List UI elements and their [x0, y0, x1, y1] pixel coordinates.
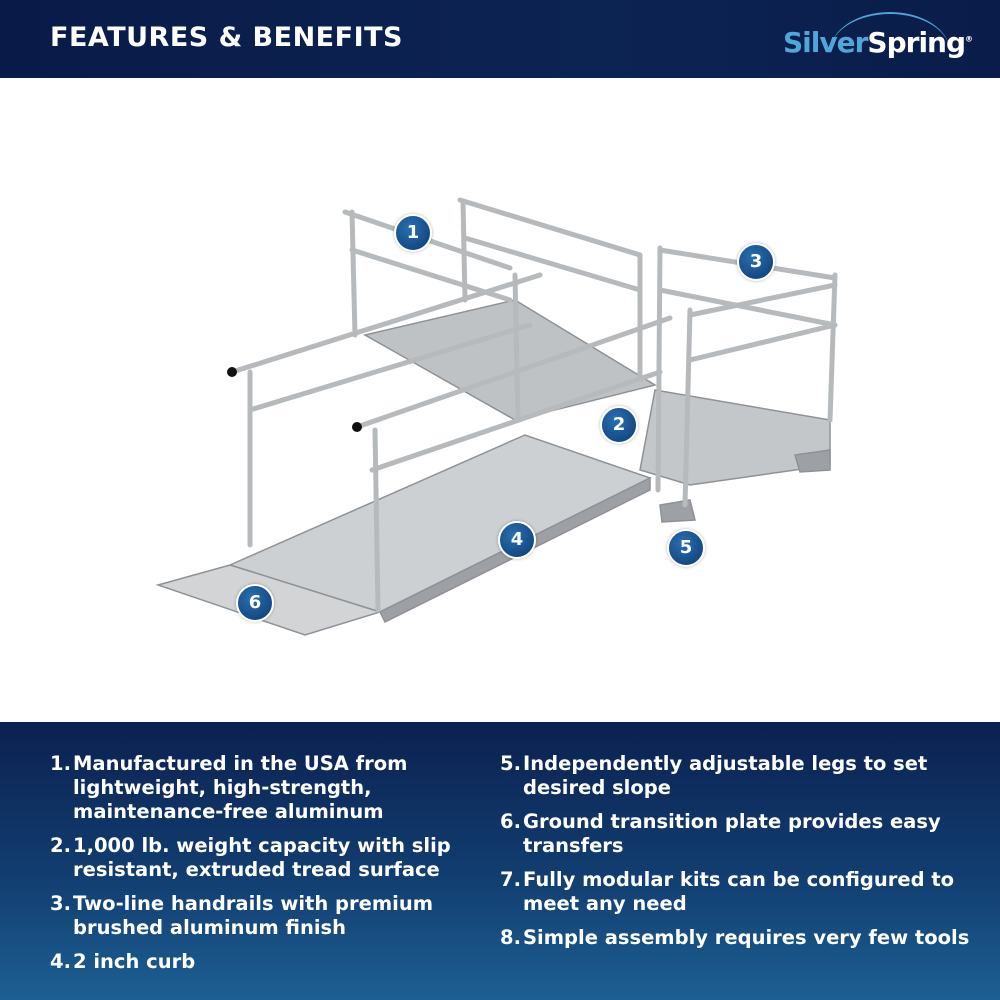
feature-number: 3. [50, 892, 71, 915]
feature-item: 7.Fully modular kits can be configured t… [500, 868, 980, 916]
feature-text: Ground transition plate provides easy tr… [523, 810, 941, 857]
feature-item: 3.Two-line handrails with premium brushe… [50, 892, 490, 940]
callout-badge-3: 3 [737, 243, 775, 281]
registered-mark: ® [965, 34, 973, 44]
feature-number: 1. [50, 752, 71, 775]
feature-text: 1,000 lb. weight capacity with slip resi… [73, 834, 451, 881]
feature-number: 4. [50, 950, 71, 973]
features-list-right: 5.Independently adjustable legs to set d… [500, 752, 980, 960]
feature-number: 7. [500, 868, 521, 891]
callout-badge-6: 6 [236, 584, 274, 622]
feature-text: Manufactured in the USA from lightweight… [73, 752, 408, 823]
feature-item: 5.Independently adjustable legs to set d… [500, 752, 980, 800]
brand-logo: SilverSpring® [783, 26, 973, 59]
callout-badge-5: 5 [667, 529, 705, 567]
feature-item: 2.1,000 lb. weight capacity with slip re… [50, 834, 490, 882]
feature-item: 1.Manufactured in the USA from lightweig… [50, 752, 490, 824]
feature-number: 5. [500, 752, 521, 775]
rail-end-cap-icon [352, 422, 362, 432]
header-banner: FEATURES & BENEFITS SilverSpring® [0, 0, 1000, 78]
feature-text: Independently adjustable legs to set des… [523, 752, 928, 799]
callout-badge-1: 1 [394, 214, 432, 252]
feature-text: 2 inch curb [73, 950, 196, 973]
callout-badge-2: 2 [600, 406, 638, 444]
feature-number: 8. [500, 926, 521, 949]
feature-item: 8.Simple assembly requires very few tool… [500, 926, 980, 950]
features-list-left: 1.Manufactured in the USA from lightweig… [50, 752, 490, 984]
features-panel: 1.Manufactured in the USA from lightweig… [0, 722, 1000, 1000]
page-title: FEATURES & BENEFITS [50, 22, 403, 53]
feature-number: 6. [500, 810, 521, 833]
feature-text: Simple assembly requires very few tools [523, 926, 970, 949]
rail-end-cap-icon [227, 367, 237, 377]
feature-number: 2. [50, 834, 71, 857]
feature-text: Fully modular kits can be configured to … [523, 868, 955, 915]
callout-badge-4: 4 [498, 521, 536, 559]
feature-item: 4.2 inch curb [50, 950, 490, 974]
ramp-drawing [155, 197, 838, 636]
logo-part2: Spring [867, 26, 966, 59]
feature-item: 6.Ground transition plate provides easy … [500, 810, 980, 858]
ramp-illustration: 1 2 3 4 5 6 [0, 78, 1000, 722]
logo-arc-icon [830, 12, 950, 52]
feature-text: Two-line handrails with premium brushed … [73, 892, 434, 939]
logo-part1: Silver [783, 26, 868, 59]
